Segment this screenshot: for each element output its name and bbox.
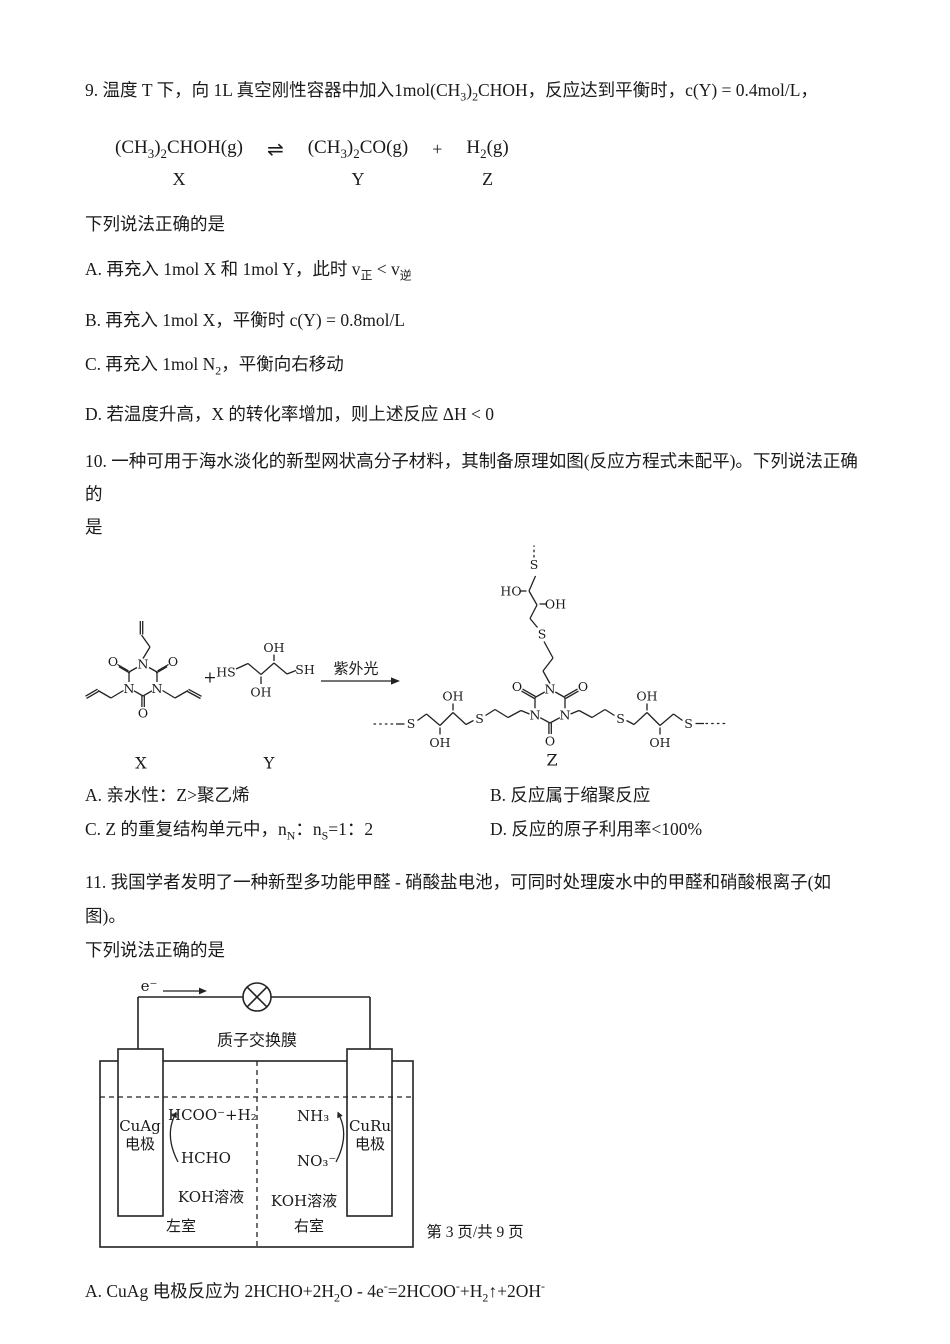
atom-S-label: S — [407, 716, 416, 731]
atom-S-label: S — [538, 627, 547, 642]
q9-prompt: 下列说法正确的是 — [85, 214, 225, 235]
equilibrium-arrow-icon: ⇌ — [266, 136, 284, 161]
left-solution-label: KOH溶液 — [178, 1188, 244, 1206]
cathode-electrode-label: 电极 — [355, 1135, 385, 1153]
atom-S-label: S — [616, 711, 625, 726]
molecule-y-label: Y — [263, 754, 275, 773]
atom-O-label: O — [138, 706, 148, 721]
atom-N-label: N — [560, 708, 571, 723]
atom-OH-label: OH — [649, 735, 670, 750]
q9-product1-label: Y — [351, 169, 365, 190]
atom-O-label: O — [168, 654, 178, 669]
atom-HO-label: HO — [500, 584, 521, 599]
reaction-scheme-svg: N N N O O O — [85, 545, 727, 773]
anode-reaction-arrowhead — [171, 1111, 177, 1118]
atom-OH-label: OH — [250, 685, 271, 700]
cathode-product-label: NH₃ — [297, 1107, 329, 1125]
q10-option-b: B. 反应属于缩聚反应 — [490, 785, 651, 806]
q11-option-a: A. CuAg 电极反应为 2HCHO+2H2O - 4e-=2HCOO-+H2… — [85, 1278, 545, 1305]
cathode-electrode — [346, 1047, 393, 1217]
battery-diagram-svg: e⁻ 质子交换膜 CuAg 电极 HCOO⁻+H₂ HCHO — [99, 977, 414, 1248]
q10-option-a: A. 亲水性：Z>聚乙烯 — [85, 785, 250, 806]
atom-N-label: N — [138, 657, 149, 672]
q9-product2-label: Z — [482, 169, 494, 190]
atom-OH-label: OH — [263, 640, 284, 655]
q10-reaction-scheme: N N N O O O — [85, 544, 865, 772]
electron-arrowhead — [199, 987, 207, 995]
load-bulb-icon — [242, 981, 272, 1012]
anode-product-label: HCOO⁻+H₂ — [168, 1106, 257, 1124]
molecule-z: N N N O O O S OH — [373, 545, 727, 770]
molecule-y: HS OH OH SH Y — [216, 640, 315, 772]
cathode-name-label: CuRu — [349, 1117, 391, 1135]
right-solution-label: KOH溶液 — [271, 1192, 337, 1210]
atom-N-label: N — [152, 681, 163, 696]
right-chamber-label: 右室 — [294, 1217, 324, 1235]
atom-OH-label: OH — [636, 689, 657, 704]
q11-battery-diagram: e⁻ 质子交换膜 CuAg 电极 HCOO⁻+H₂ HCHO — [85, 969, 865, 1259]
anode-electrode-label: 电极 — [125, 1135, 155, 1153]
q9-equation-reactant-col: (CH3)2CHOH(g) X — [115, 137, 243, 191]
q10-stem-line1: 10. 一种可用于海水淡化的新型网状高分子材料，其制备原理如图(反应方程式未配平… — [85, 451, 858, 505]
molecule-x-label: X — [135, 754, 147, 773]
q9-equation-product1-col: (CH3)2CO(g) Y — [308, 137, 409, 191]
plus-sign: + — [432, 138, 443, 159]
cathode-reactant-label: NO₃⁻ — [297, 1152, 336, 1170]
q9-option-b: B. 再充入 1mol X，平衡时 c(Y) = 0.8mol/L — [85, 309, 405, 330]
q9-product2-formula: H2(g) — [466, 136, 509, 161]
anode-labels: CuAg 电极 HCOO⁻+H₂ HCHO — [119, 1106, 257, 1167]
atom-SH-label: SH — [295, 662, 315, 677]
membrane-label: 质子交换膜 — [217, 1030, 297, 1049]
anode-reactant-label: HCHO — [181, 1149, 231, 1167]
page-number: 第 3 页/共 9 页 — [426, 1224, 524, 1241]
q10-option-d: D. 反应的原子利用率<100% — [490, 819, 703, 840]
q10-stem-line2: 是 — [85, 517, 103, 538]
q9-option-c: C. 再充入 1mol N2，平衡向右移动 — [85, 353, 344, 378]
q9-product1-formula: (CH3)2CO(g) — [307, 136, 409, 161]
q9-equation-product2-col: H2(g) Z — [466, 137, 508, 191]
q10-option-c: C. Z 的重复结构单元中，nN：nS=1：2 — [85, 819, 374, 843]
reaction-condition-label: 紫外光 — [333, 660, 378, 678]
q9-option-d: D. 若温度升高，X 的转化率增加，则上述反应 ΔH < 0 — [85, 404, 495, 425]
atom-O-label: O — [578, 679, 588, 694]
reaction-arrow: 紫外光 — [321, 660, 400, 685]
anode-electrode — [117, 1047, 164, 1217]
cathode-labels: CuRu 电极 NH₃ NO₃⁻ — [297, 1107, 391, 1170]
q11-stem-line2: 下列说法正确的是 — [85, 939, 225, 960]
q10-options: A. 亲水性：Z>聚乙烯 B. 反应属于缩聚反应 C. Z 的重复结构单元中，n… — [85, 782, 865, 849]
anode-name-label: CuAg — [119, 1117, 161, 1135]
atom-N-label: N — [124, 681, 135, 696]
atom-OH-label: OH — [545, 597, 566, 612]
q11-stem-line1: 11. 我国学者发明了一种新型多功能甲醛 - 硝酸盐电池，可同时处理废水中的甲醛… — [85, 871, 832, 926]
q9-reactant-label: X — [172, 169, 186, 190]
molecule-x: N N N O O O — [85, 621, 202, 773]
atom-OH-label: OH — [442, 689, 463, 704]
cathode-reaction-arrowhead — [337, 1111, 343, 1118]
plus-sign: + — [203, 668, 216, 687]
molecule-z-label: Z — [546, 751, 557, 770]
atom-O-label: O — [545, 734, 555, 749]
atom-S-label: S — [530, 557, 539, 572]
circuit-wires — [137, 995, 371, 1049]
atom-N-label: N — [545, 682, 556, 697]
atom-N-label: N — [530, 708, 541, 723]
electron-label: e⁻ — [141, 977, 158, 995]
left-chamber-label: 左室 — [166, 1217, 196, 1235]
anode-reaction-arrow — [169, 1116, 179, 1163]
solution-labels: KOH溶液 KOH溶液 左室 右室 — [166, 1188, 337, 1235]
q9-equation: (CH3)2CHOH(g) X ⇌ (CH3)2CO(g) Y + H2(g) … — [115, 137, 865, 191]
atom-HS-label: HS — [216, 665, 235, 680]
q9-stem: 9. 温度 T 下，向 1L 真空刚性容器中加入1mol(CH3)2CHOH，反… — [85, 80, 818, 104]
atom-O-label: O — [512, 679, 522, 694]
q9-reactant-formula: (CH3)2CHOH(g) — [115, 136, 243, 161]
atom-OH-label: OH — [429, 735, 450, 750]
q9-option-a: A. 再充入 1mol X 和 1mol Y，此时 v正 < v逆 — [85, 259, 412, 283]
atom-S-label: S — [684, 716, 693, 731]
atom-S-label: S — [475, 711, 484, 726]
electron-flow: e⁻ — [141, 977, 207, 995]
cathode-reaction-arrow — [335, 1116, 345, 1163]
atom-O-label: O — [108, 654, 118, 669]
